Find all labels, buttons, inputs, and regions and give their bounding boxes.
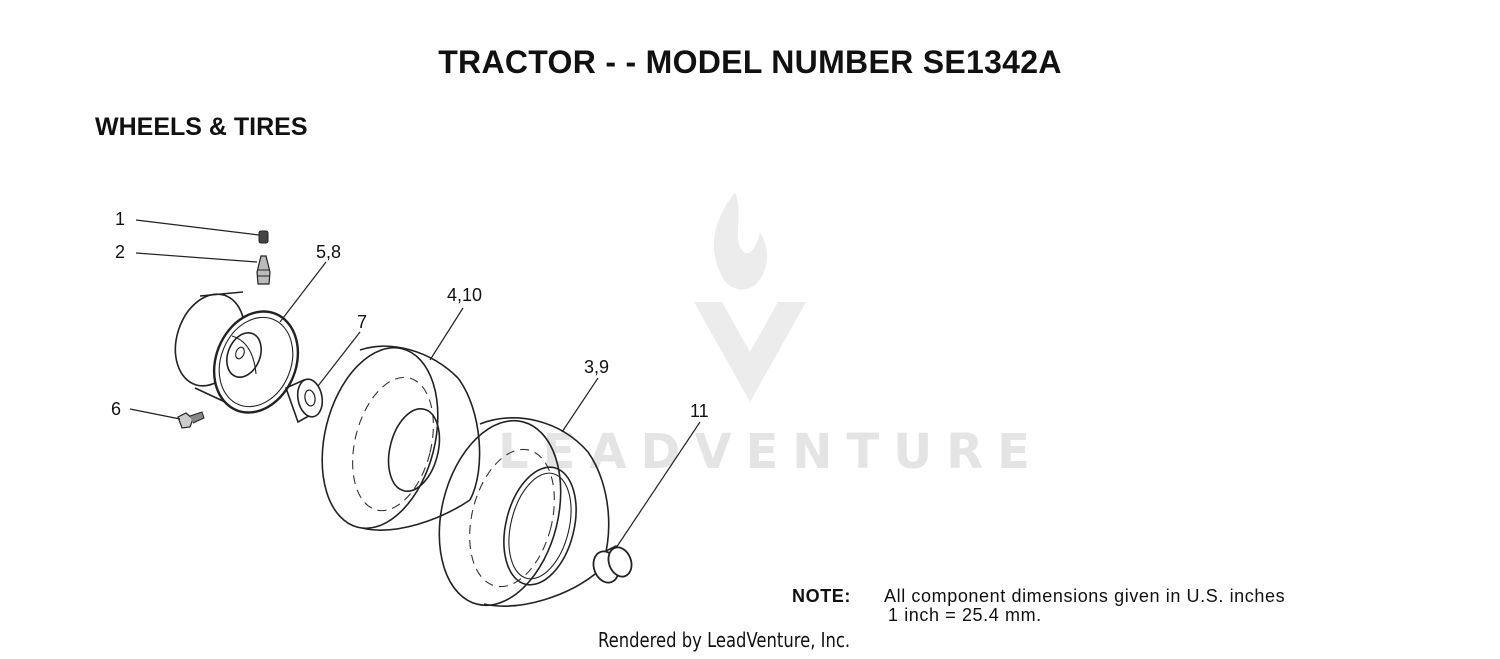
valve-stem-part [256,255,271,285]
callout-5-8: 5,8 [316,242,341,262]
leadventure-watermark-logo [694,192,806,402]
valve-cap-part [258,230,269,244]
leader-lines [129,219,701,549]
callout-1: 1 [115,209,125,229]
hub-cap-part [592,544,633,584]
section-title: WHEELS & TIRES [95,113,308,141]
note-line-2: 1 inch = 25.4 mm. [888,605,1042,625]
wheel-rim-part [174,291,300,414]
note-label: NOTE: [792,586,851,606]
dimension-note: NOTE: All component dimensions given in U… [792,586,1286,624]
note-line-1: All component dimensions given in U.S. i… [884,586,1286,606]
watermark-text: LEADVENTURE [498,424,1044,480]
bolt-part [177,411,205,429]
callout-6: 6 [111,399,121,419]
callout-4-10: 4,10 [447,285,482,305]
page-title: TRACTOR - - MODEL NUMBER SE1342A [438,44,1062,80]
callout-3-9: 3,9 [584,357,609,377]
render-credit: Rendered by LeadVenture, Inc. [598,628,851,652]
callout-2: 2 [115,242,125,262]
front-tire-part [321,345,481,531]
callout-11: 11 [690,401,709,421]
callout-7: 7 [357,312,367,332]
bushing-part [284,378,324,424]
